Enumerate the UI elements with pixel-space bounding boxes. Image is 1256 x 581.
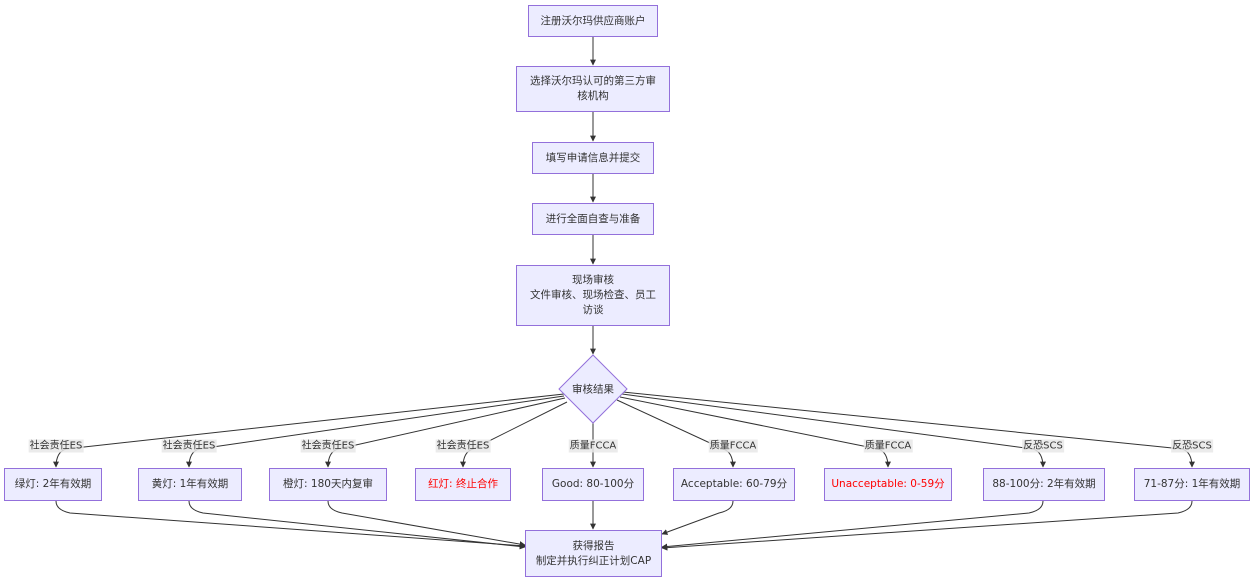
edge-result-to-scs-high	[621, 393, 1046, 468]
node-scs-mid: 71-87分: 1年有效期	[1134, 468, 1250, 501]
node-es-orange-label: 橙灯: 180天内复审	[283, 478, 373, 490]
node-es-green-label: 绿灯: 2年有效期	[14, 478, 92, 490]
node-self-check-label: 进行全面自查与准备	[545, 212, 641, 225]
node-es-red-label: 红灯: 终止合作	[428, 478, 498, 490]
node-scs-mid-label: 71-87分: 1年有效期	[1143, 478, 1241, 490]
result-diamond-shape	[558, 354, 628, 424]
node-es-orange: 橙灯: 180天内复审	[269, 468, 387, 501]
node-select-auditor: 选择沃尔玛认可的第三方审 核机构	[516, 66, 670, 112]
node-register: 注册沃尔玛供应商账户	[528, 5, 658, 37]
node-result-label: 审核结果	[572, 383, 614, 396]
edge-result-to-scs-mid	[622, 391, 1195, 468]
edge-label-scs-high: 反恐SCS	[1022, 439, 1064, 453]
edge-scs-mid-to-report	[661, 500, 1193, 551]
edge-scs-high-to-report	[661, 500, 1044, 550]
node-select-auditor-label: 选择沃尔玛认可的第三方审 核机构	[530, 75, 656, 102]
edge-result-to-es-red	[460, 401, 568, 468]
node-fcca-acceptable-label: Acceptable: 60-79分	[680, 478, 788, 490]
edge-es-orange-to-report	[327, 500, 526, 548]
node-es-green: 绿灯: 2年有效期	[4, 468, 102, 501]
node-fcca-unacceptable: Unacceptable: 0-59分	[824, 468, 952, 501]
edge-label-es-green: 社会责任ES	[28, 439, 84, 453]
edge-fcca-acceptable-to-report	[661, 500, 734, 535]
node-scs-high-label: 88-100分: 2年有效期	[992, 478, 1096, 490]
node-self-check: 进行全面自查与准备	[532, 203, 654, 235]
node-submit-label: 填写申请信息并提交	[545, 151, 641, 164]
edge-label-es-red: 社会责任ES	[435, 439, 491, 453]
edge-es-green-to-report	[55, 500, 526, 549]
edge-es-yellow-to-report	[188, 500, 526, 550]
node-fcca-acceptable: Acceptable: 60-79分	[673, 468, 795, 501]
node-es-yellow: 黄灯: 1年有效期	[138, 468, 242, 501]
edge-result-to-es-green	[53, 393, 565, 468]
node-fcca-good: Good: 80-100分	[542, 468, 644, 501]
edge-result-to-fcca-unacceptable	[619, 396, 891, 468]
node-onsite-audit: 现场审核 文件审核、现场检查、员工 访谈	[516, 265, 670, 326]
node-es-yellow-label: 黄灯: 1年有效期	[151, 478, 229, 490]
node-scs-high: 88-100分: 2年有效期	[983, 468, 1105, 501]
edge-label-es-yellow: 社会责任ES	[161, 439, 217, 453]
edge-result-to-fcca-acceptable	[616, 399, 736, 468]
node-report: 获得报告 制定并执行纠正计划CAP	[525, 530, 662, 577]
edge-result-to-es-orange	[325, 397, 566, 468]
node-fcca-good-label: Good: 80-100分	[551, 478, 635, 490]
node-onsite-audit-label: 现场审核 文件审核、现场检查、员工 访谈	[530, 274, 656, 316]
edge-label-fcca-acceptable: 质量FCCA	[708, 439, 758, 453]
edge-label-scs-mid: 反恐SCS	[1171, 439, 1213, 453]
node-submit: 填写申请信息并提交	[532, 142, 654, 174]
edge-label-fcca-good: 质量FCCA	[568, 439, 618, 453]
node-es-red: 红灯: 终止合作	[415, 468, 511, 501]
node-fcca-unacceptable-label: Unacceptable: 0-59分	[831, 478, 945, 490]
node-register-label: 注册沃尔玛供应商账户	[540, 14, 646, 27]
edge-label-fcca-unacceptable: 质量FCCA	[863, 439, 913, 453]
edge-label-es-orange: 社会责任ES	[300, 439, 356, 453]
node-report-label: 获得报告 制定并执行纠正计划CAP	[535, 539, 652, 567]
